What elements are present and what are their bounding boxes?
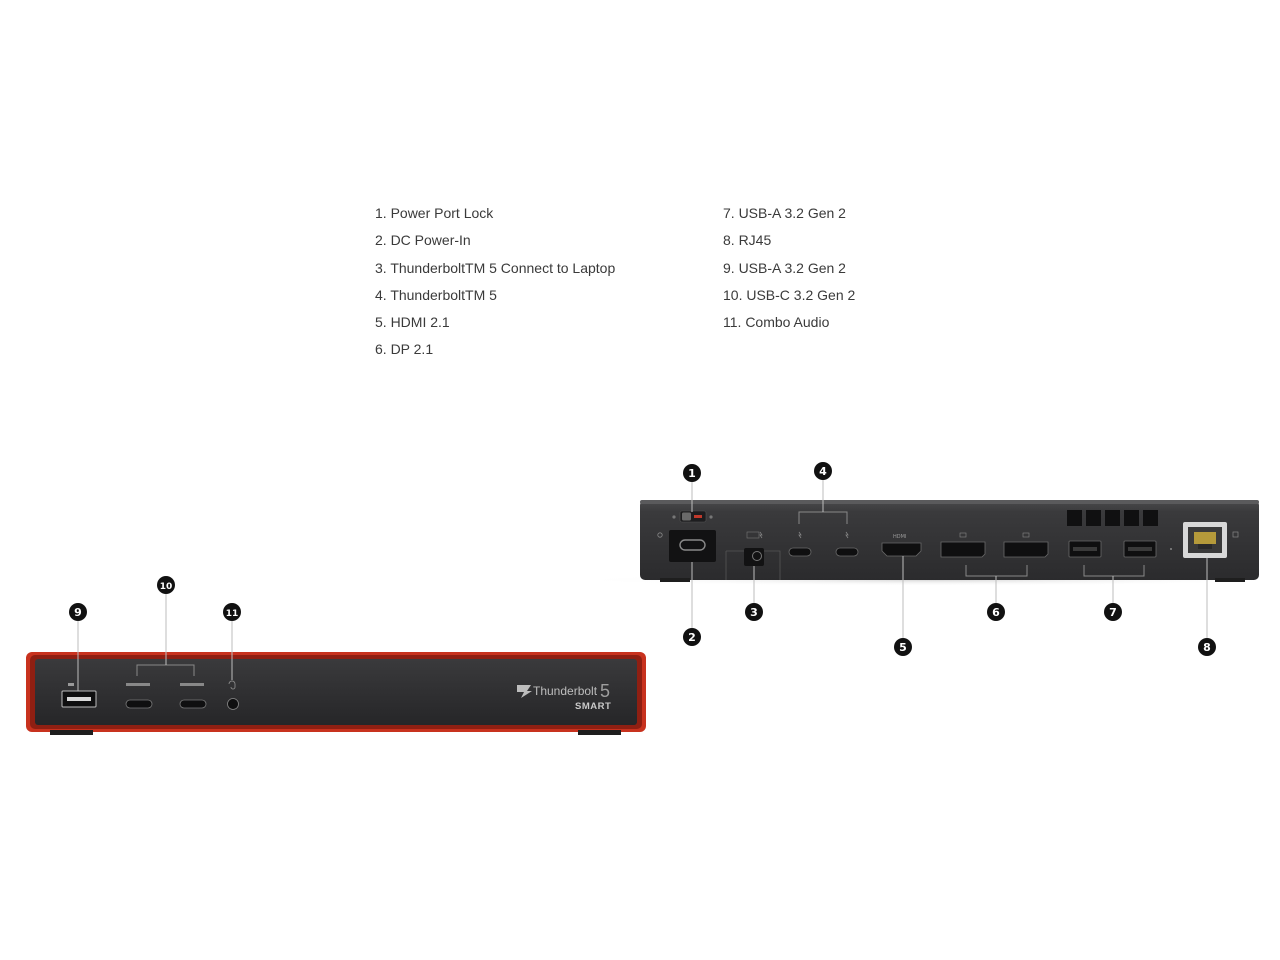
rear-dock-foot [660,578,690,582]
callout-label: 8 [1203,641,1211,654]
brand-version: 5 [600,681,610,701]
rear-dock-foot [1215,578,1245,582]
callout-9: 9 [69,603,87,621]
vent-grille [1067,510,1158,526]
callout-label: 6 [992,606,1000,619]
front-dock: Thunderbolt 5 SMART [26,652,646,735]
brand-name: Thunderbolt [533,684,598,698]
callout-11: 11 [223,603,241,621]
callout-label: 3 [750,606,758,619]
callout-label: 5 [899,641,907,654]
callout-1: 1 [683,464,701,482]
callout-label: 2 [688,631,696,644]
brand-model: SMART [575,701,611,712]
hdmi-label: HDMI [893,534,906,540]
rear-dock-body [640,500,1259,580]
callout-3: 3 [745,603,763,621]
callout-label: 1 [688,467,696,480]
callout-label: 7 [1109,606,1117,619]
callout-label: 9 [74,606,82,619]
rear-dock: HDMI [570,500,1280,586]
callout-label: 11 [226,609,239,619]
callout-label: 4 [819,465,827,478]
callout-label: 10 [160,582,173,592]
callout-10: 10 [157,576,175,594]
front-dock-foot [50,730,93,735]
callout-6: 6 [987,603,1005,621]
rear-dock-top-edge [640,500,1259,504]
callout-5: 5 [894,638,912,656]
callout-7: 7 [1104,603,1122,621]
callout-4: 4 [814,462,832,480]
callout-8: 8 [1198,638,1216,656]
callout-2: 2 [683,628,701,646]
front-dock-foot [578,730,621,735]
